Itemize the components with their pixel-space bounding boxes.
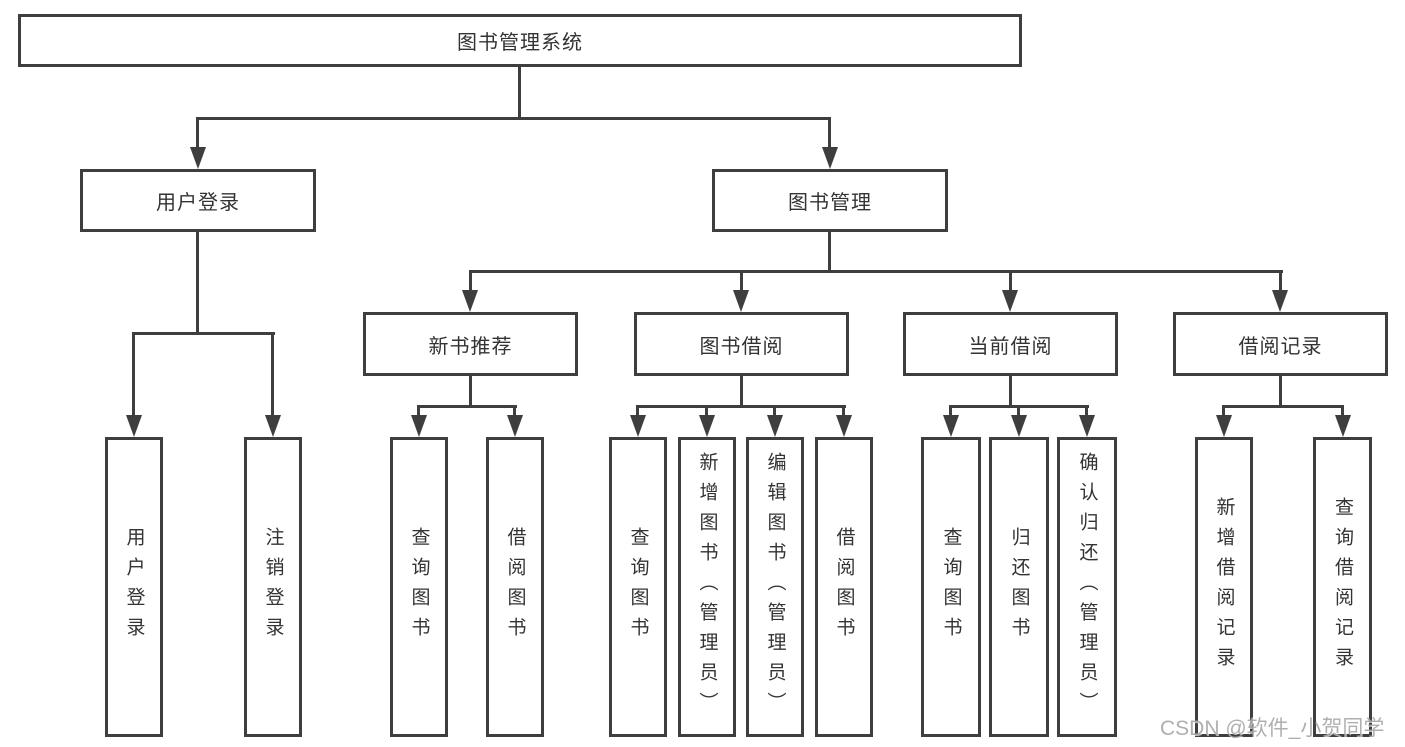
arrow-down-icon (943, 415, 959, 437)
connector (417, 405, 517, 408)
arrow-down-icon (699, 415, 715, 437)
leaf-label: 查询借阅记录 (1332, 497, 1353, 677)
leaf-borrow-books: 借阅图书 (815, 437, 873, 737)
connector (417, 405, 420, 417)
connector (271, 332, 274, 417)
connector (196, 117, 831, 120)
leaf-label: 确认归还（管理员） (1076, 452, 1098, 722)
arrow-down-icon (1216, 415, 1232, 437)
connector (636, 405, 639, 417)
leaf-label: 注销登录 (262, 527, 284, 647)
connector (1009, 270, 1012, 292)
arrow-down-icon (1002, 290, 1018, 312)
arrow-down-icon (462, 290, 478, 312)
node-borrow-records: 借阅记录 (1173, 312, 1388, 376)
connector (513, 405, 516, 417)
node-new-book-recommend: 新书推荐 (363, 312, 578, 376)
node-book-management: 图书管理 (712, 169, 948, 232)
connector (1085, 405, 1088, 417)
connector (518, 67, 521, 119)
leaf-label: 归还图书 (1008, 527, 1030, 647)
leaf-label: 查询图书 (408, 527, 430, 647)
connector (828, 117, 831, 149)
arrow-down-icon (1335, 415, 1351, 437)
watermark: CSDN @软件_小贺同学 (1160, 717, 1385, 740)
arrow-down-icon (1272, 290, 1288, 312)
leaf-label: 新增借阅记录 (1213, 497, 1235, 677)
arrow-down-icon (822, 147, 838, 169)
leaf-add-books-admin: 新增图书（管理员） (678, 437, 736, 737)
connector (469, 270, 1283, 273)
connector (1279, 270, 1282, 292)
connector (196, 232, 199, 334)
leaf-add-borrow-record: 新增借阅记录 (1195, 437, 1253, 737)
leaf-borrow-books: 借阅图书 (486, 437, 544, 737)
arrow-down-icon (836, 415, 852, 437)
arrow-down-icon (1011, 415, 1027, 437)
connector (1222, 405, 1225, 417)
arrow-down-icon (190, 147, 206, 169)
connector (949, 405, 952, 417)
connector (705, 405, 708, 417)
leaf-label: 查询图书 (940, 527, 962, 647)
arrow-down-icon (411, 415, 427, 437)
leaf-label: 新增图书（管理员） (696, 452, 718, 722)
leaf-query-books: 查询图书 (609, 437, 667, 737)
connector (1341, 405, 1344, 417)
leaf-edit-books-admin: 编辑图书（管理员） (746, 437, 804, 737)
leaf-user-login: 用户登录 (105, 437, 163, 737)
connector (132, 332, 275, 335)
leaf-label: 借阅图书 (833, 527, 855, 647)
leaf-return-books: 归还图书 (989, 437, 1049, 737)
connector (636, 405, 846, 408)
connector (1279, 376, 1282, 407)
leaf-label: 用户登录 (123, 527, 145, 647)
node-book-borrow: 图书借阅 (634, 312, 849, 376)
connector (1222, 405, 1344, 408)
leaf-logout: 注销登录 (244, 437, 302, 737)
connector (773, 405, 776, 417)
connector (740, 376, 743, 407)
connector (828, 232, 831, 272)
connector (842, 405, 845, 417)
leaf-label: 查询图书 (627, 527, 649, 647)
leaf-label: 编辑图书（管理员） (764, 452, 786, 722)
leaf-confirm-return-admin: 确认归还（管理员） (1057, 437, 1117, 737)
connector (469, 270, 472, 292)
leaf-query-books: 查询图书 (921, 437, 981, 737)
connector (740, 270, 743, 292)
arrow-down-icon (733, 290, 749, 312)
connector (1017, 405, 1020, 417)
leaf-label: 借阅图书 (504, 527, 526, 647)
connector (1009, 376, 1012, 407)
node-current-borrow: 当前借阅 (903, 312, 1118, 376)
node-root: 图书管理系统 (18, 14, 1022, 67)
connector (196, 117, 199, 149)
connector (469, 376, 472, 407)
arrow-down-icon (1079, 415, 1095, 437)
node-user-login: 用户登录 (80, 169, 316, 232)
leaf-query-books: 查询图书 (390, 437, 448, 737)
arrow-down-icon (507, 415, 523, 437)
arrow-down-icon (126, 415, 142, 437)
arrow-down-icon (265, 415, 281, 437)
arrow-down-icon (767, 415, 783, 437)
leaf-query-borrow-record: 查询借阅记录 (1313, 437, 1372, 737)
connector (132, 332, 135, 417)
arrow-down-icon (630, 415, 646, 437)
